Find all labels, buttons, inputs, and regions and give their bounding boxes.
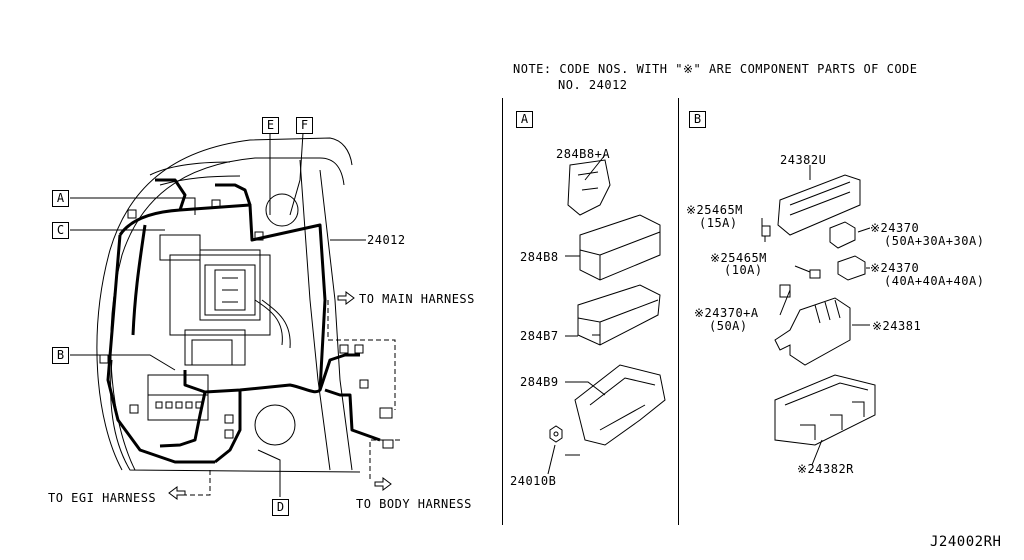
part-25465m-10-rating: (10A) — [724, 263, 763, 277]
callout-e[interactable]: E — [262, 117, 279, 134]
note-line-2: NO. 24012 — [558, 78, 628, 92]
part-284b9-label: 284B9 — [520, 375, 559, 389]
callout-c[interactable]: C — [52, 222, 69, 239]
to-main-harness-label: TO MAIN HARNESS — [359, 292, 475, 306]
part-284b7-label: 284B7 — [520, 329, 559, 343]
part-25465m-15-label: ※25465M — [686, 203, 743, 217]
strut-tower-right — [265, 193, 299, 227]
part-284b8a-label: 284B8+A — [556, 147, 611, 161]
to-body-harness-label: TO BODY HARNESS — [356, 497, 472, 511]
arrow-to-main-harness — [337, 291, 355, 305]
part-24382u-label: 24382U — [780, 153, 827, 167]
arrow-to-egi-harness — [168, 486, 186, 500]
part-24370a-rating: (50A) — [709, 319, 748, 333]
divider-right — [678, 98, 679, 525]
part-24370-a-rating: (50A+30A+30A) — [884, 234, 985, 248]
harness-24012-main — [118, 203, 327, 394]
part-24370a-label: ※24370+A — [694, 306, 759, 320]
arrow-to-body-harness — [374, 477, 392, 491]
section-b-parts — [761, 165, 876, 466]
part-24370-b-label: ※24370 — [870, 261, 920, 275]
callout-d[interactable]: D — [272, 499, 289, 516]
part-24382r-label: ※24382R — [797, 462, 854, 476]
section-a-parts — [547, 154, 666, 475]
part-25465m-15-rating: (15A) — [699, 216, 738, 230]
part-24381-label: ※24381 — [872, 319, 922, 333]
callout-f[interactable]: F — [296, 117, 313, 134]
engine-block — [169, 254, 271, 336]
part-25465m-10-label: ※25465M — [710, 251, 767, 265]
to-egi-harness-label: TO EGI HARNESS — [48, 491, 157, 505]
note-line-1: NOTE: CODE NOS. WITH "※" ARE COMPONENT P… — [513, 62, 918, 76]
part-284b8-label: 284B8 — [520, 250, 559, 264]
callout-b[interactable]: B — [52, 347, 69, 364]
divider-left — [502, 98, 503, 525]
drawing-code: J24002RH — [930, 534, 1002, 550]
part-24010b-label: 24010B — [510, 474, 557, 488]
strut-tower-left — [254, 404, 296, 446]
part-24370-a-label: ※24370 — [870, 221, 920, 235]
section-b-box: B — [689, 111, 706, 128]
part-24012-label: 24012 — [367, 233, 406, 247]
callout-a[interactable]: A — [52, 190, 69, 207]
engine-bay-outline — [96, 137, 353, 471]
part-24370-b-rating: (40A+40A+40A) — [884, 274, 985, 288]
section-a-box: A — [516, 111, 533, 128]
